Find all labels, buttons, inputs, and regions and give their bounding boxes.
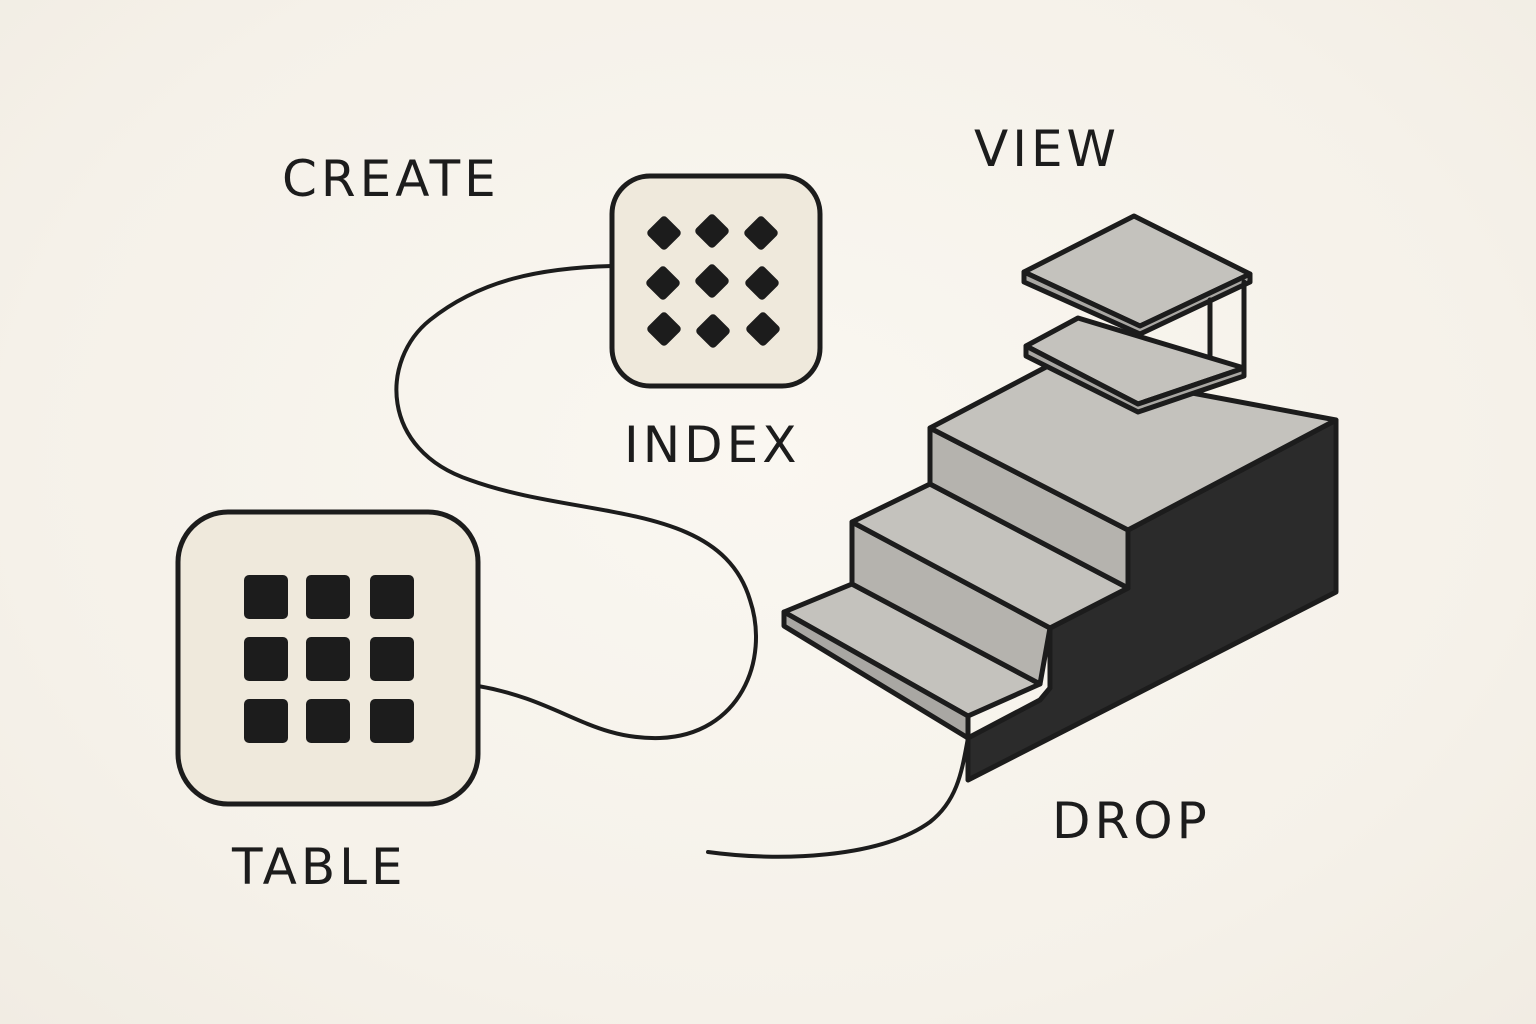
table-index-connector [394, 264, 758, 741]
table-square-grid-icon [244, 575, 414, 743]
drop-label: DROP [1052, 792, 1211, 850]
view-label: VIEW [974, 120, 1120, 178]
index-diamond-grid-icon [646, 214, 780, 348]
step-1-front [781, 609, 971, 741]
index-label: INDEX [624, 416, 801, 474]
floating-slab-lower-edge [1023, 343, 1247, 415]
view-staircase-icon [781, 213, 1339, 783]
drop-connector [706, 736, 970, 859]
table-label: TABLE [232, 838, 407, 896]
step-3-top [927, 363, 1339, 533]
create-label: CREATE [282, 150, 500, 208]
index-tile [609, 173, 823, 389]
table-tile [175, 509, 481, 807]
floating-slab-upper [1021, 213, 1253, 329]
floating-slab-upper-edge [1021, 269, 1253, 337]
